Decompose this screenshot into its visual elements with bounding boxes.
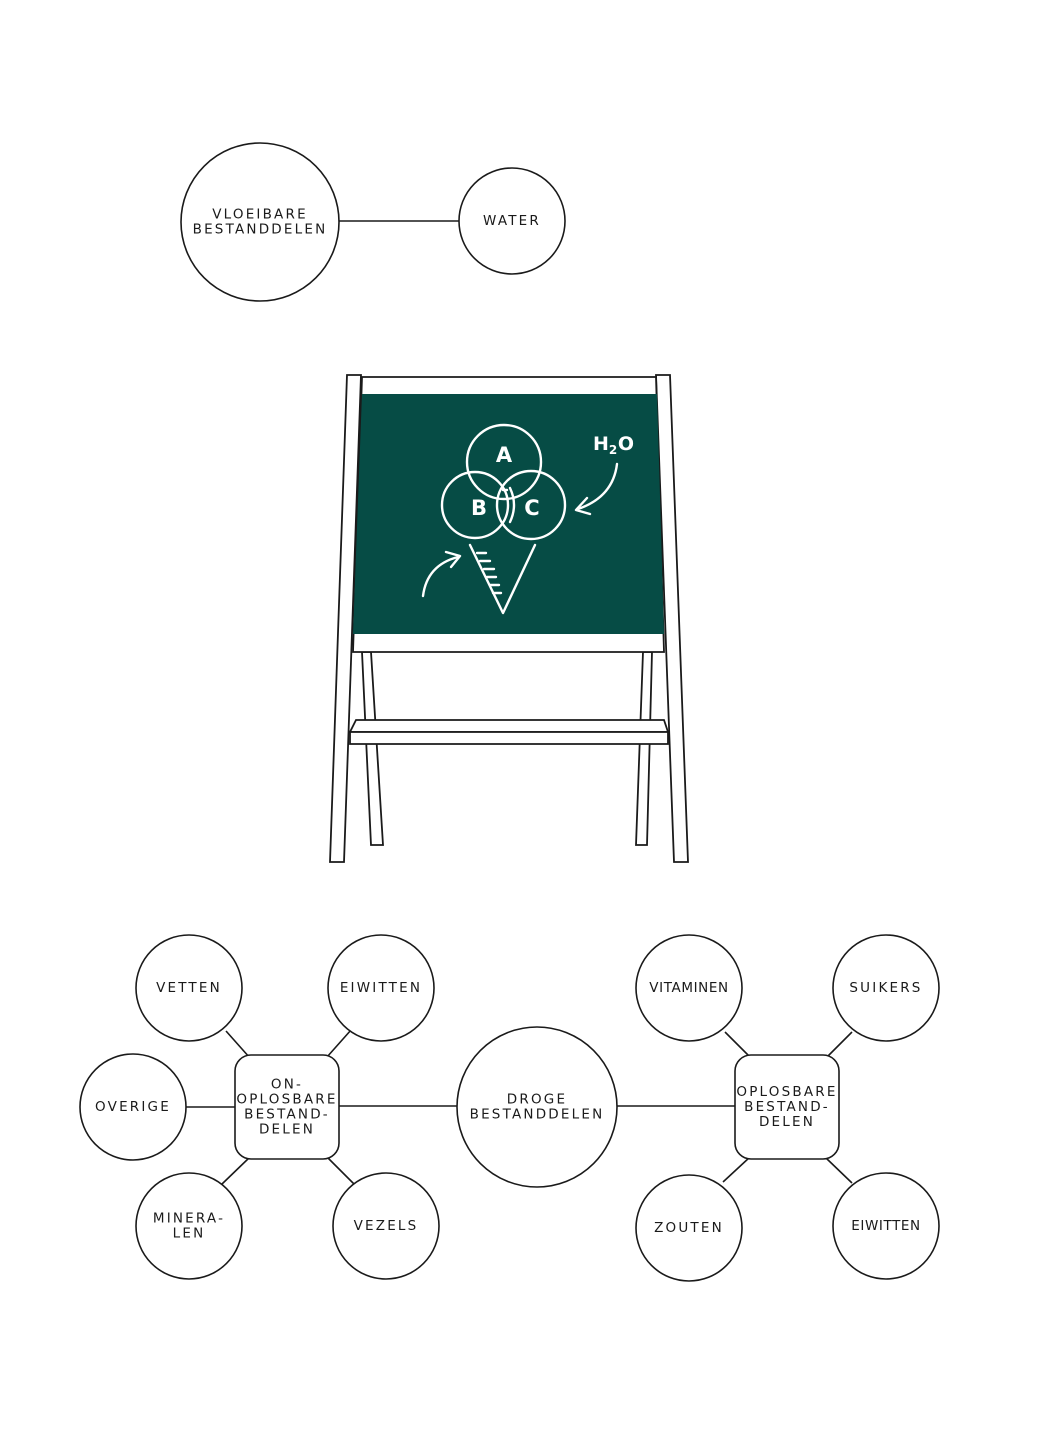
node-label-line: LEN bbox=[173, 1226, 206, 1242]
node-label-line: BESTANDDELEN bbox=[193, 222, 328, 238]
node-suikers: SUIKERS bbox=[832, 934, 940, 1042]
node-label-line: OPLOSBARE bbox=[236, 1092, 337, 1108]
chalk-label-h: H bbox=[593, 433, 609, 455]
node-label-line: DROGE bbox=[507, 1092, 567, 1108]
node-label-line: ZOUTEN bbox=[654, 1220, 724, 1236]
blackboard-easel-illustration: A B C H 2 O bbox=[329, 374, 689, 863]
chalk-circle-a bbox=[465, 423, 543, 501]
chalk-arrow-solids bbox=[421, 555, 460, 598]
easel-shelf-front bbox=[349, 731, 669, 745]
chalk-ice-cream-drawing bbox=[421, 423, 619, 615]
node-label-line: BESTAND- bbox=[244, 1107, 330, 1123]
connectors bbox=[186, 1029, 853, 1185]
node-eiwitten-soluble: EIWITTEN bbox=[832, 1172, 940, 1280]
chalk-label-b: B bbox=[471, 496, 487, 520]
node-label-line: EIWITTEN bbox=[340, 980, 422, 996]
easel-back-leg-right bbox=[635, 651, 653, 846]
connector-soluble-zouten bbox=[722, 1156, 751, 1183]
connector-insoluble-vetten bbox=[225, 1030, 251, 1059]
chalk-arrow-water bbox=[576, 462, 619, 511]
node-water: WATER bbox=[458, 167, 566, 275]
node-label: VITAMINEN bbox=[649, 980, 728, 996]
easel-shelf-top bbox=[348, 719, 670, 733]
node-label: SUIKERS bbox=[849, 980, 922, 996]
node-label: ZOUTEN bbox=[654, 1220, 724, 1236]
blackboard-surface bbox=[353, 394, 664, 634]
node-label-line: VETTEN bbox=[156, 980, 222, 996]
chalk-circle-c bbox=[495, 469, 567, 541]
node-overige: OVERIGE bbox=[79, 1053, 187, 1161]
node-label: MINERA-LEN bbox=[153, 1211, 225, 1242]
node-label: WATER bbox=[483, 213, 541, 229]
easel-front-leg-right bbox=[655, 374, 689, 863]
node-label-line: DELEN bbox=[259, 1122, 315, 1138]
chalk-cone-hatching bbox=[475, 551, 503, 595]
chalk-circle-b bbox=[440, 470, 510, 540]
connector-insoluble-vezels bbox=[326, 1156, 355, 1185]
node-vitaminen: VITAMINEN bbox=[635, 934, 743, 1042]
node-label-line: VEZELS bbox=[354, 1218, 419, 1234]
node-label-line: VLOEIBARE bbox=[212, 207, 308, 223]
node-label-line: BESTAND- bbox=[744, 1099, 830, 1115]
node-label-line: OVERIGE bbox=[95, 1099, 171, 1115]
connector-soluble-eiwitten bbox=[825, 1157, 853, 1184]
node-label-line: ON- bbox=[271, 1077, 303, 1093]
chalk-arrowhead-water bbox=[574, 496, 592, 516]
chalk-label-2: 2 bbox=[609, 443, 617, 457]
easel-back-leg-left bbox=[361, 651, 384, 846]
node-label-line: VITAMINEN bbox=[649, 980, 728, 996]
node-label: VEZELS bbox=[354, 1218, 419, 1234]
node-label-line: DELEN bbox=[759, 1114, 815, 1130]
node-vezels: VEZELS bbox=[332, 1172, 440, 1280]
node-label: VETTEN bbox=[156, 980, 222, 996]
connector-soluble-suikers bbox=[826, 1031, 853, 1058]
chalk-overlap-mark bbox=[508, 486, 516, 524]
connector-soluble-vitaminen bbox=[724, 1031, 751, 1058]
node-vetten: VETTEN bbox=[135, 934, 243, 1042]
chalk-label-c: C bbox=[524, 496, 539, 520]
node-label-line: OPLOSBARE bbox=[736, 1084, 837, 1100]
chalk-label-a: A bbox=[496, 443, 513, 467]
node-label-line: MINERA- bbox=[153, 1211, 225, 1227]
node-label: EIWITTEN bbox=[340, 980, 422, 996]
connector-insoluble-eiwitten bbox=[326, 1029, 352, 1058]
easel-front-leg-left bbox=[329, 374, 362, 863]
connector-insoluble-mineralen bbox=[221, 1156, 251, 1185]
node-label-line: BESTANDDELEN bbox=[470, 1107, 605, 1123]
chalk-label-o: O bbox=[618, 433, 634, 455]
chalk-arrowhead-solids bbox=[444, 550, 462, 569]
node-mineralen: MINERA-LEN bbox=[135, 1172, 243, 1280]
node-label-line: SUIKERS bbox=[849, 980, 922, 996]
node-eiwitten-insoluble: EIWITTEN bbox=[327, 934, 435, 1042]
chalk-cone bbox=[468, 543, 537, 615]
node-label-line: EIWITTEN bbox=[851, 1218, 921, 1234]
node-label: EIWITTEN bbox=[851, 1218, 921, 1234]
node-label: OVERIGE bbox=[95, 1099, 171, 1115]
node-label-line: WATER bbox=[483, 213, 541, 229]
node-zouten: ZOUTEN bbox=[635, 1174, 743, 1282]
